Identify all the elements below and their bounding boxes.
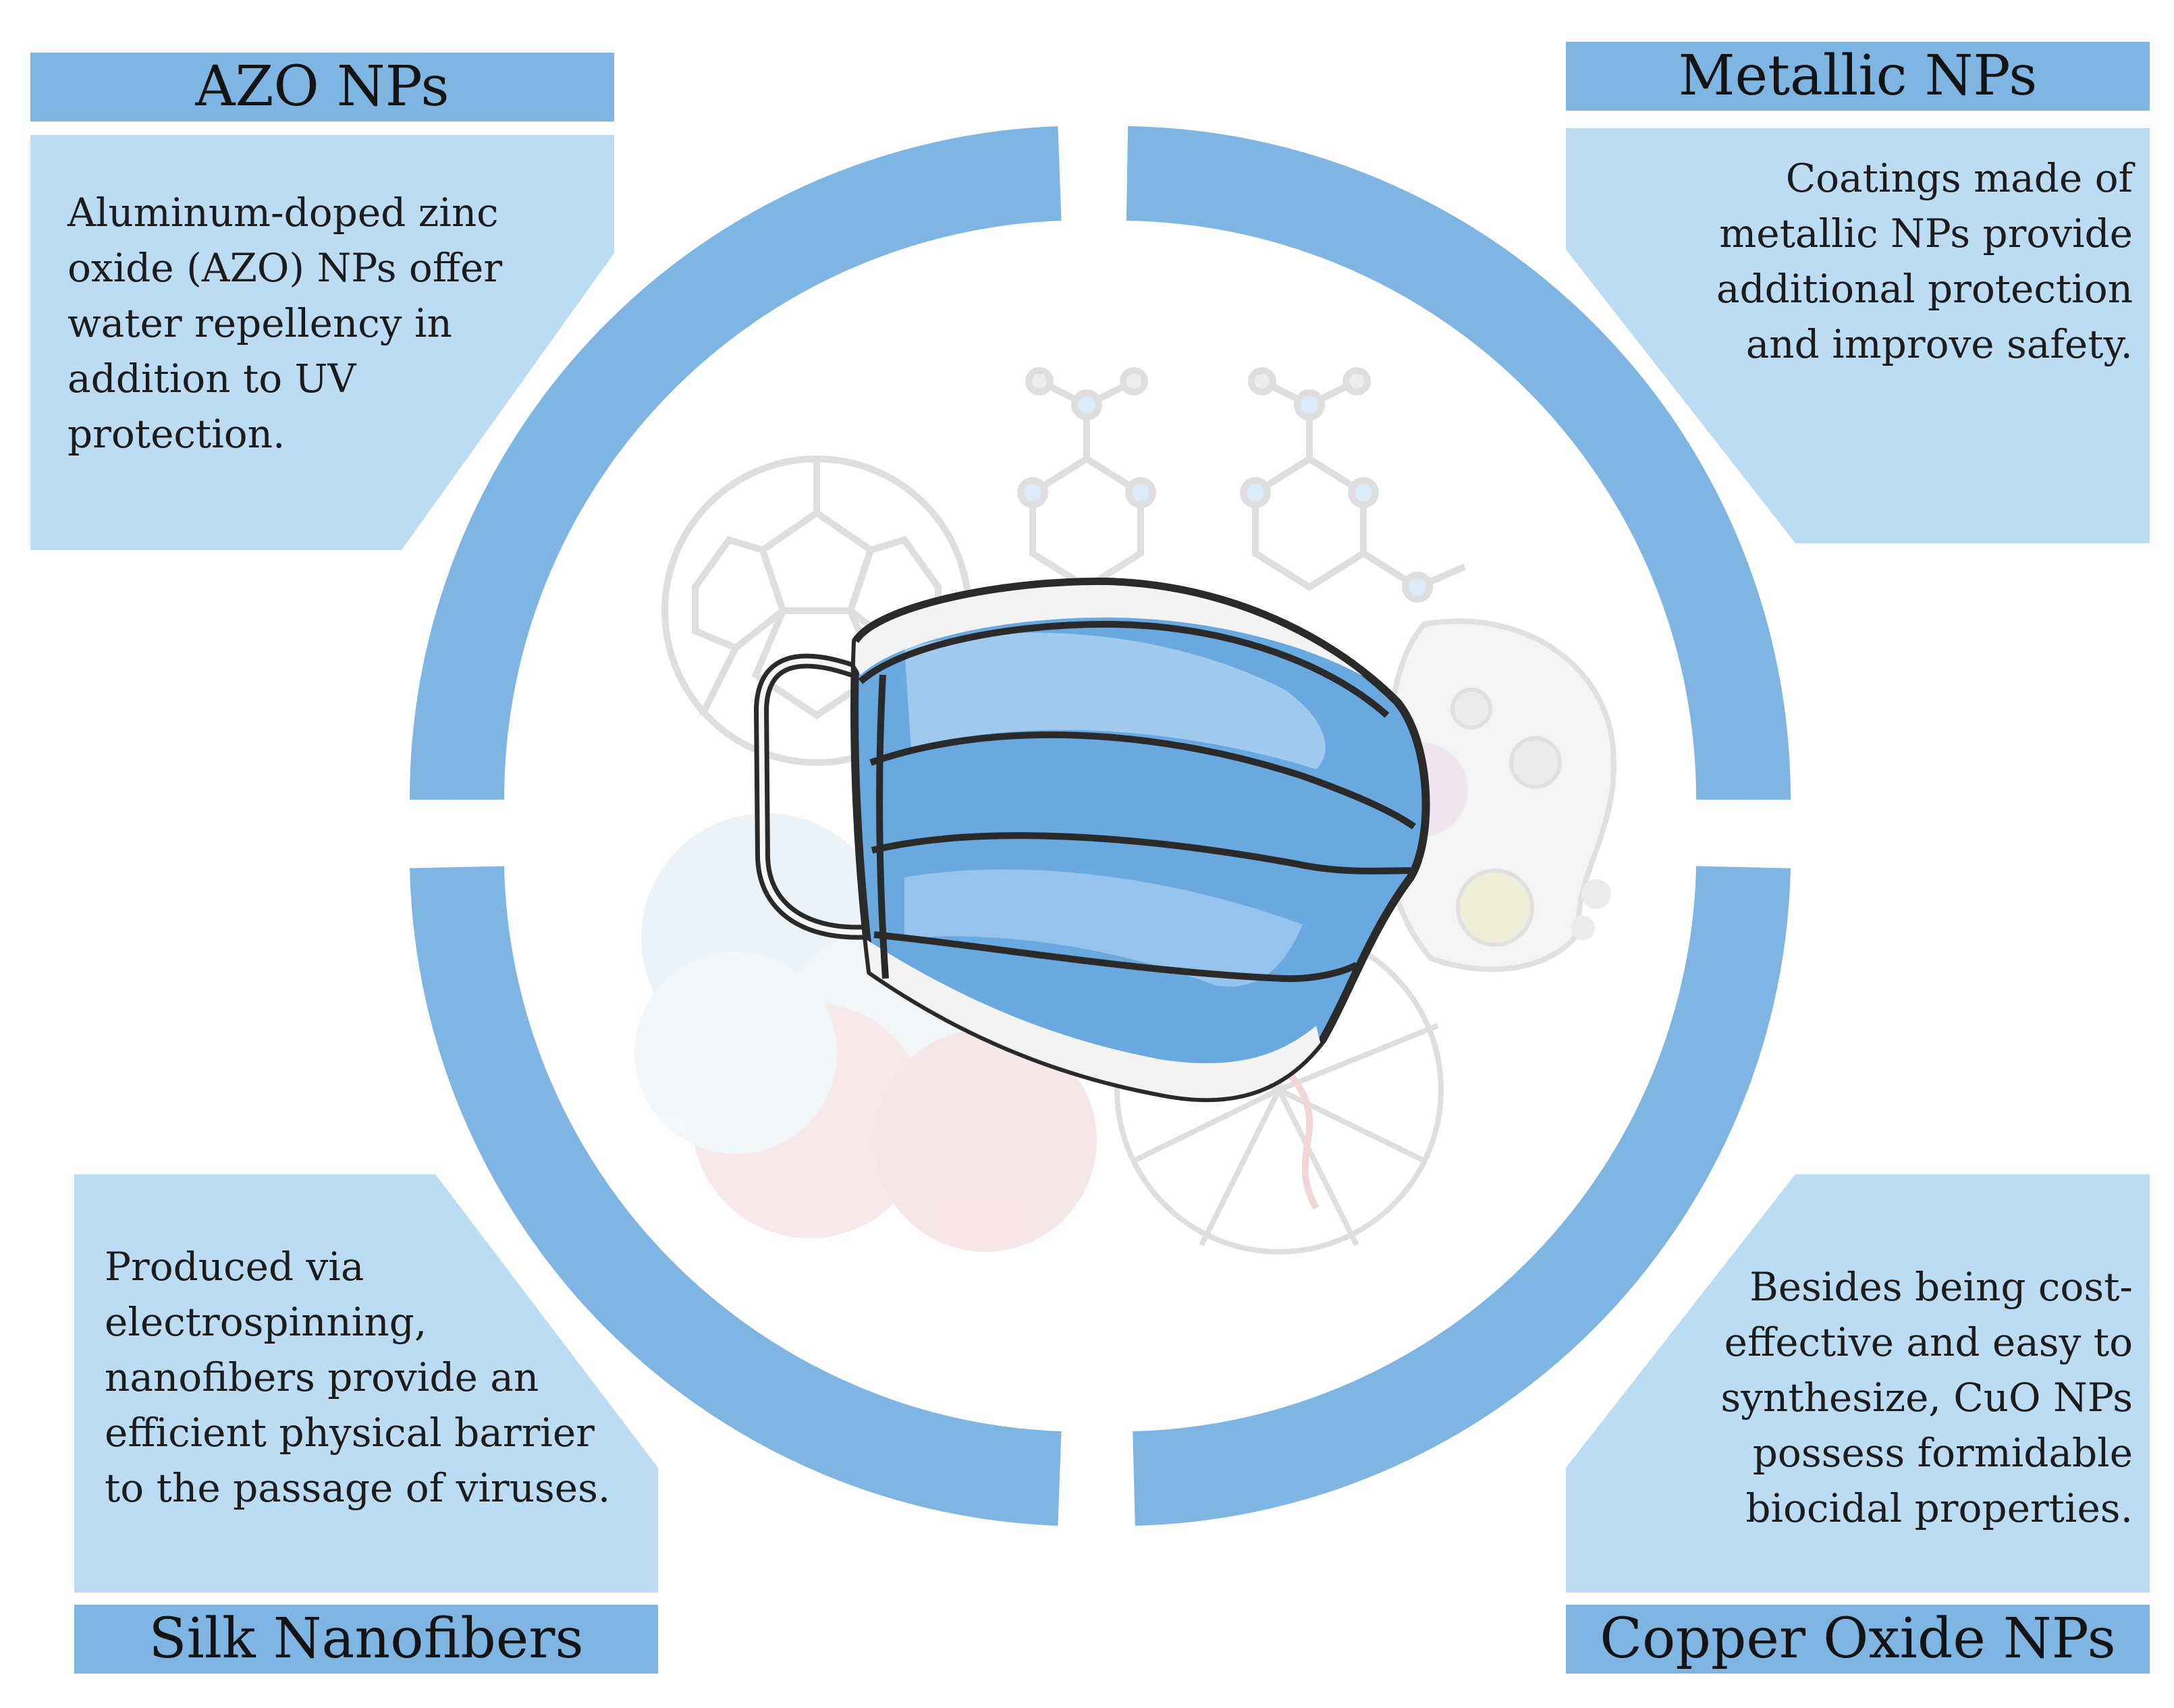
panel-line: to the passage of viruses. [105, 1465, 611, 1511]
title-silk-nanofibers: Silk Nanofibers [148, 1607, 584, 1671]
panel-bg-top-left [30, 135, 614, 550]
panel-line: possess formidable [1752, 1430, 2133, 1476]
mask-top-band-outline [852, 578, 1400, 705]
title-bar-bg-top-right [1566, 42, 2150, 111]
ring-segment-bottom-left [410, 866, 1062, 1526]
panel-line: biocidal properties. [1745, 1485, 2133, 1531]
panel-bg-bottom-left [74, 1174, 658, 1593]
ring-segment-top-right [1126, 126, 1791, 800]
mask-highlight [904, 632, 1326, 769]
panel-line: oxide (AZO) NPs offer [67, 245, 503, 291]
panel-text-silk-nanofibers: Produced via electrospinning, nanofibers… [105, 1239, 645, 1516]
panel-line: electrospinning, [105, 1299, 427, 1345]
ring [409, 126, 1791, 1526]
panel-line: metallic NPs provide [1719, 211, 2133, 256]
panel-line: and improve safety. [1745, 321, 2133, 367]
panel-text-azo-nps: Aluminum-doped zinc oxide (AZO) NPs offe… [67, 185, 553, 462]
mask-side-seam [876, 674, 889, 979]
title-bar-bg-bottom-left [74, 1605, 658, 1674]
panel-line: synthesize, CuO NPs [1720, 1375, 2133, 1421]
panel-line: efficient physical barrier [105, 1410, 595, 1456]
panel-line: Produced via [105, 1244, 364, 1290]
panel-bg-bottom-right [1566, 1174, 2150, 1593]
mask-pleat-2 [871, 832, 1411, 875]
mask-top-band-edge [858, 621, 1390, 718]
mask-pleat-1 [869, 731, 1416, 830]
panel-line: addition to UV [67, 356, 356, 402]
title-metallic-nps: Metallic NPs [1678, 44, 2038, 108]
panel-text-metallic-nps: Coatings made of metallic NPs provide ad… [1620, 150, 2133, 372]
panel-line: Coatings made of [1785, 155, 2133, 201]
mask-bottom-band [864, 938, 1323, 1099]
title-bar-bg-top-left [30, 53, 614, 121]
title-bar-bg-bottom-right [1566, 1605, 2150, 1674]
panel-line: nanofibers provide an [105, 1354, 539, 1400]
panel-line: water repellency in [67, 300, 452, 346]
panel-line: protection. [67, 411, 286, 457]
ring-segment-top-left [409, 126, 1062, 800]
panel-text-copper-oxide-nps: Besides being cost- effective and easy t… [1613, 1259, 2133, 1536]
ring-segment-bottom-right [1133, 866, 1791, 1526]
mask-pleat-3 [873, 931, 1359, 983]
panel-line: effective and easy to [1724, 1319, 2133, 1365]
panel-bg-top-right [1566, 128, 2150, 543]
mask-highlight-lower [904, 869, 1303, 987]
panel-line: Besides being cost- [1749, 1264, 2133, 1310]
title-azo-nps: AZO NPs [195, 55, 450, 119]
title-copper-oxide-nps: Copper Oxide NPs [1600, 1607, 2116, 1671]
panel-line: Aluminum-doped zinc [67, 190, 499, 236]
mask-ear-loop-inner [759, 658, 878, 935]
molecule-icon [1017, 367, 1466, 603]
panel-line: additional protection [1716, 266, 2133, 312]
